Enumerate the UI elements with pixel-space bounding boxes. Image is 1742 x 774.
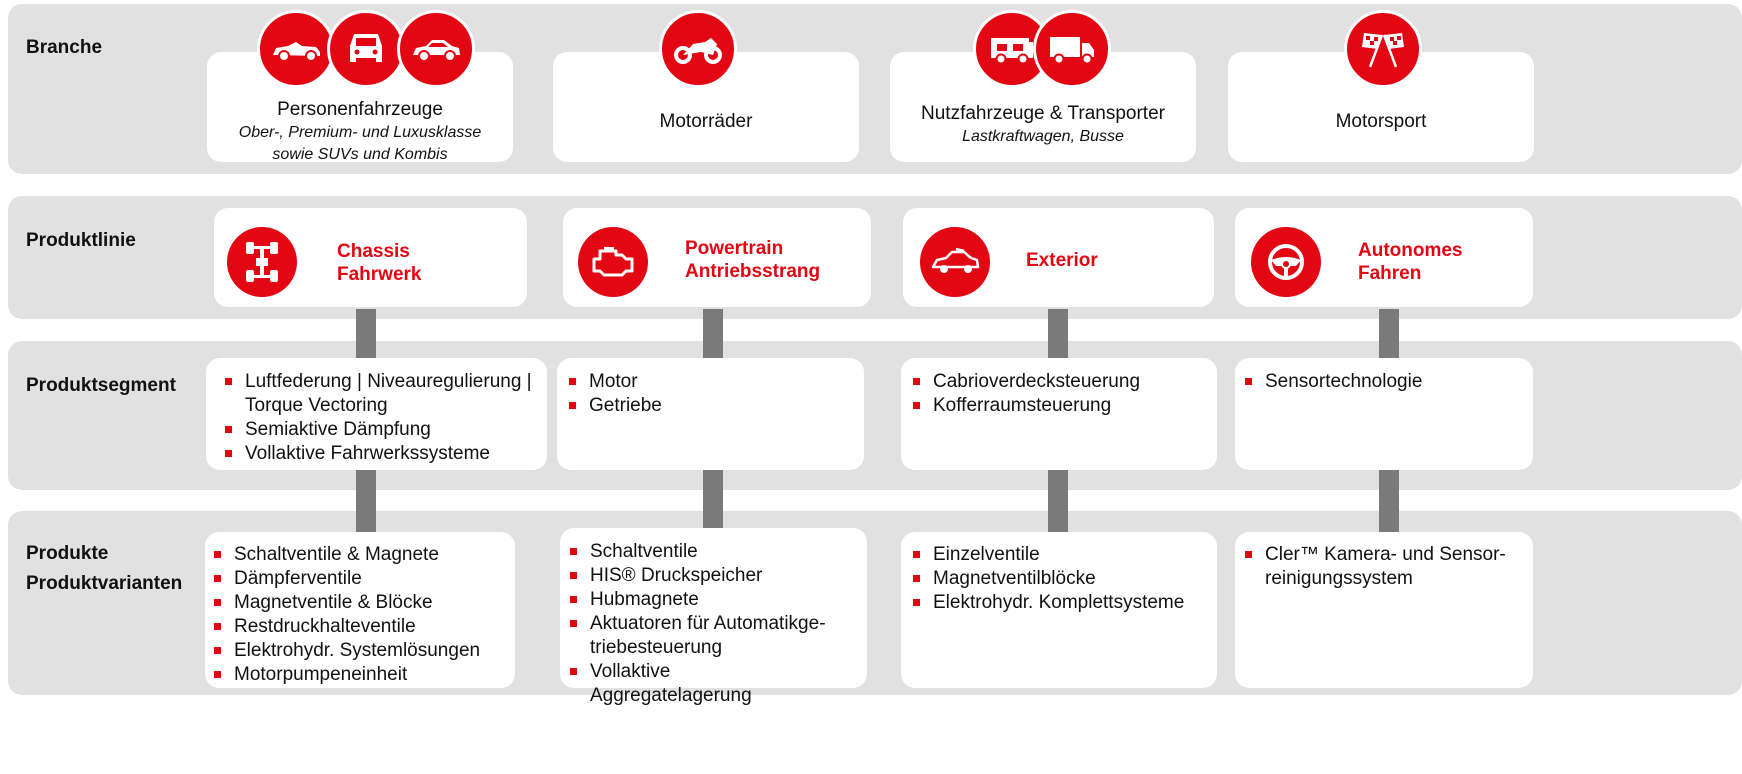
- list-item: Magnetventile & Blöcke: [214, 591, 509, 615]
- segment-card-autonomes-fahren: Sensortechnologie: [1235, 358, 1533, 470]
- segment-card-powertrain: Motor Getriebe: [557, 358, 864, 470]
- list-item: Dämpferventile: [214, 567, 509, 591]
- car-exterior-icon: [920, 227, 990, 297]
- list-item: Einzelventile: [913, 543, 1208, 567]
- segment-list: Cabrioverdecksteuerung Kofferraumsteueru…: [913, 370, 1208, 418]
- produktlinie-title: Exterior: [1026, 250, 1098, 271]
- motorcycle-icon: [659, 10, 737, 88]
- steering-wheel-icon: [1251, 227, 1321, 297]
- list-item: Schaltventile & Magnete: [214, 543, 509, 567]
- branche-title: Personenfahrzeuge: [277, 99, 443, 120]
- list-item: Schaltventile: [570, 540, 830, 564]
- list-item: Motorpumpeneinheit: [214, 663, 509, 687]
- list-item: Vollaktive Fahrwerkssysteme: [225, 442, 540, 466]
- list-item: Cler™ Kamera- und Sensor-reinigungssyste…: [1245, 543, 1515, 591]
- produktlinie-title: Powertrain Antriebsstrang: [685, 238, 821, 282]
- connector: [1048, 309, 1068, 358]
- branche-title: Motorsport: [1335, 111, 1427, 132]
- row-label-produkte: Produkte: [26, 543, 109, 564]
- list-item: Elektrohydr. Systemlösungen: [214, 639, 509, 663]
- connector: [356, 309, 376, 358]
- row-label-branche: Branche: [26, 37, 103, 58]
- connector: [1048, 470, 1068, 532]
- produkte-list: Einzelventile Magnetventilblöcke Elektro…: [913, 543, 1208, 615]
- produkte-card-powertrain: Schaltventile HIS® Druckspeicher Hubmagn…: [560, 528, 867, 706]
- produkte-list: Cler™ Kamera- und Sensor-reinigungssyste…: [1245, 543, 1515, 591]
- list-item: Cabrioverdecksteuerung: [913, 370, 1208, 394]
- segment-card-exterior: Cabrioverdecksteuerung Kofferraumsteueru…: [901, 358, 1217, 470]
- suv-icon: [327, 10, 405, 88]
- segment-list: Sensortechnologie: [1245, 370, 1525, 394]
- segment-list: Motor Getriebe: [569, 370, 854, 418]
- connector: [703, 470, 723, 532]
- produkte-card-exterior: Einzelventile Magnetventilblöcke Elektro…: [901, 532, 1217, 688]
- branche-subtitle: Lastkraftwagen, Busse: [962, 128, 1124, 145]
- connector: [356, 470, 376, 532]
- row-label-produktlinie: Produktlinie: [26, 230, 136, 251]
- list-item: HIS® Druckspeicher: [570, 564, 830, 588]
- checkered-flags-icon: [1344, 10, 1422, 88]
- list-item: Semiaktive Dämpfung: [225, 418, 540, 442]
- produkte-list: Schaltventile & Magnete Dämpferventile M…: [214, 543, 509, 687]
- row-label-produktsegment: Produktsegment: [26, 375, 176, 396]
- branche-subtitle: Ober-, Premium- und Luxusklasse: [238, 124, 482, 141]
- connector: [1379, 309, 1399, 358]
- connector: [1379, 470, 1399, 532]
- produktlinie-title: Autonomes Fahren: [1358, 240, 1463, 284]
- branche-title: Nutzfahrzeuge & Transporter: [921, 103, 1165, 124]
- list-item: Luftfederung | Niveauregulierung | Torqu…: [225, 370, 540, 418]
- row-label-produktvarianten: Produktvarianten: [26, 573, 183, 594]
- produkte-list: Schaltventile HIS® Druckspeicher Hubmagn…: [570, 540, 830, 708]
- truck-icon: [1033, 10, 1111, 88]
- produkte-card-autonomes-fahren: Cler™ Kamera- und Sensor-reinigungssyste…: [1235, 532, 1533, 688]
- list-item: Aktuatoren für Automatikge-triebesteueru…: [570, 612, 830, 660]
- produktlinie-title: Chassis Fahrwerk: [337, 241, 422, 285]
- list-item: Sensortechnologie: [1245, 370, 1525, 394]
- list-item: Vollaktive Aggregatelagerung: [570, 660, 830, 708]
- produkte-card-chassis: Schaltventile & Magnete Dämpferventile M…: [205, 532, 515, 688]
- branche-subtitle: sowie SUVs und Kombis: [272, 146, 448, 163]
- connector: [703, 309, 723, 358]
- list-item: Kofferraumsteuerung: [913, 394, 1208, 418]
- list-item: Restdruckhalteventile: [214, 615, 509, 639]
- segment-card-chassis: Luftfederung | Niveauregulierung | Torqu…: [206, 358, 547, 470]
- engine-icon: [578, 227, 648, 297]
- branche-title: Motorräder: [659, 111, 753, 132]
- segment-list: Luftfederung | Niveauregulierung | Torqu…: [225, 370, 540, 466]
- chassis-icon: [227, 227, 297, 297]
- list-item: Hubmagnete: [570, 588, 830, 612]
- convertible-car-icon: [257, 10, 335, 88]
- sedan-icon: [397, 10, 475, 88]
- list-item: Getriebe: [569, 394, 854, 418]
- list-item: Magnetventilblöcke: [913, 567, 1208, 591]
- list-item: Elektrohydr. Komplettsysteme: [913, 591, 1208, 615]
- list-item: Motor: [569, 370, 854, 394]
